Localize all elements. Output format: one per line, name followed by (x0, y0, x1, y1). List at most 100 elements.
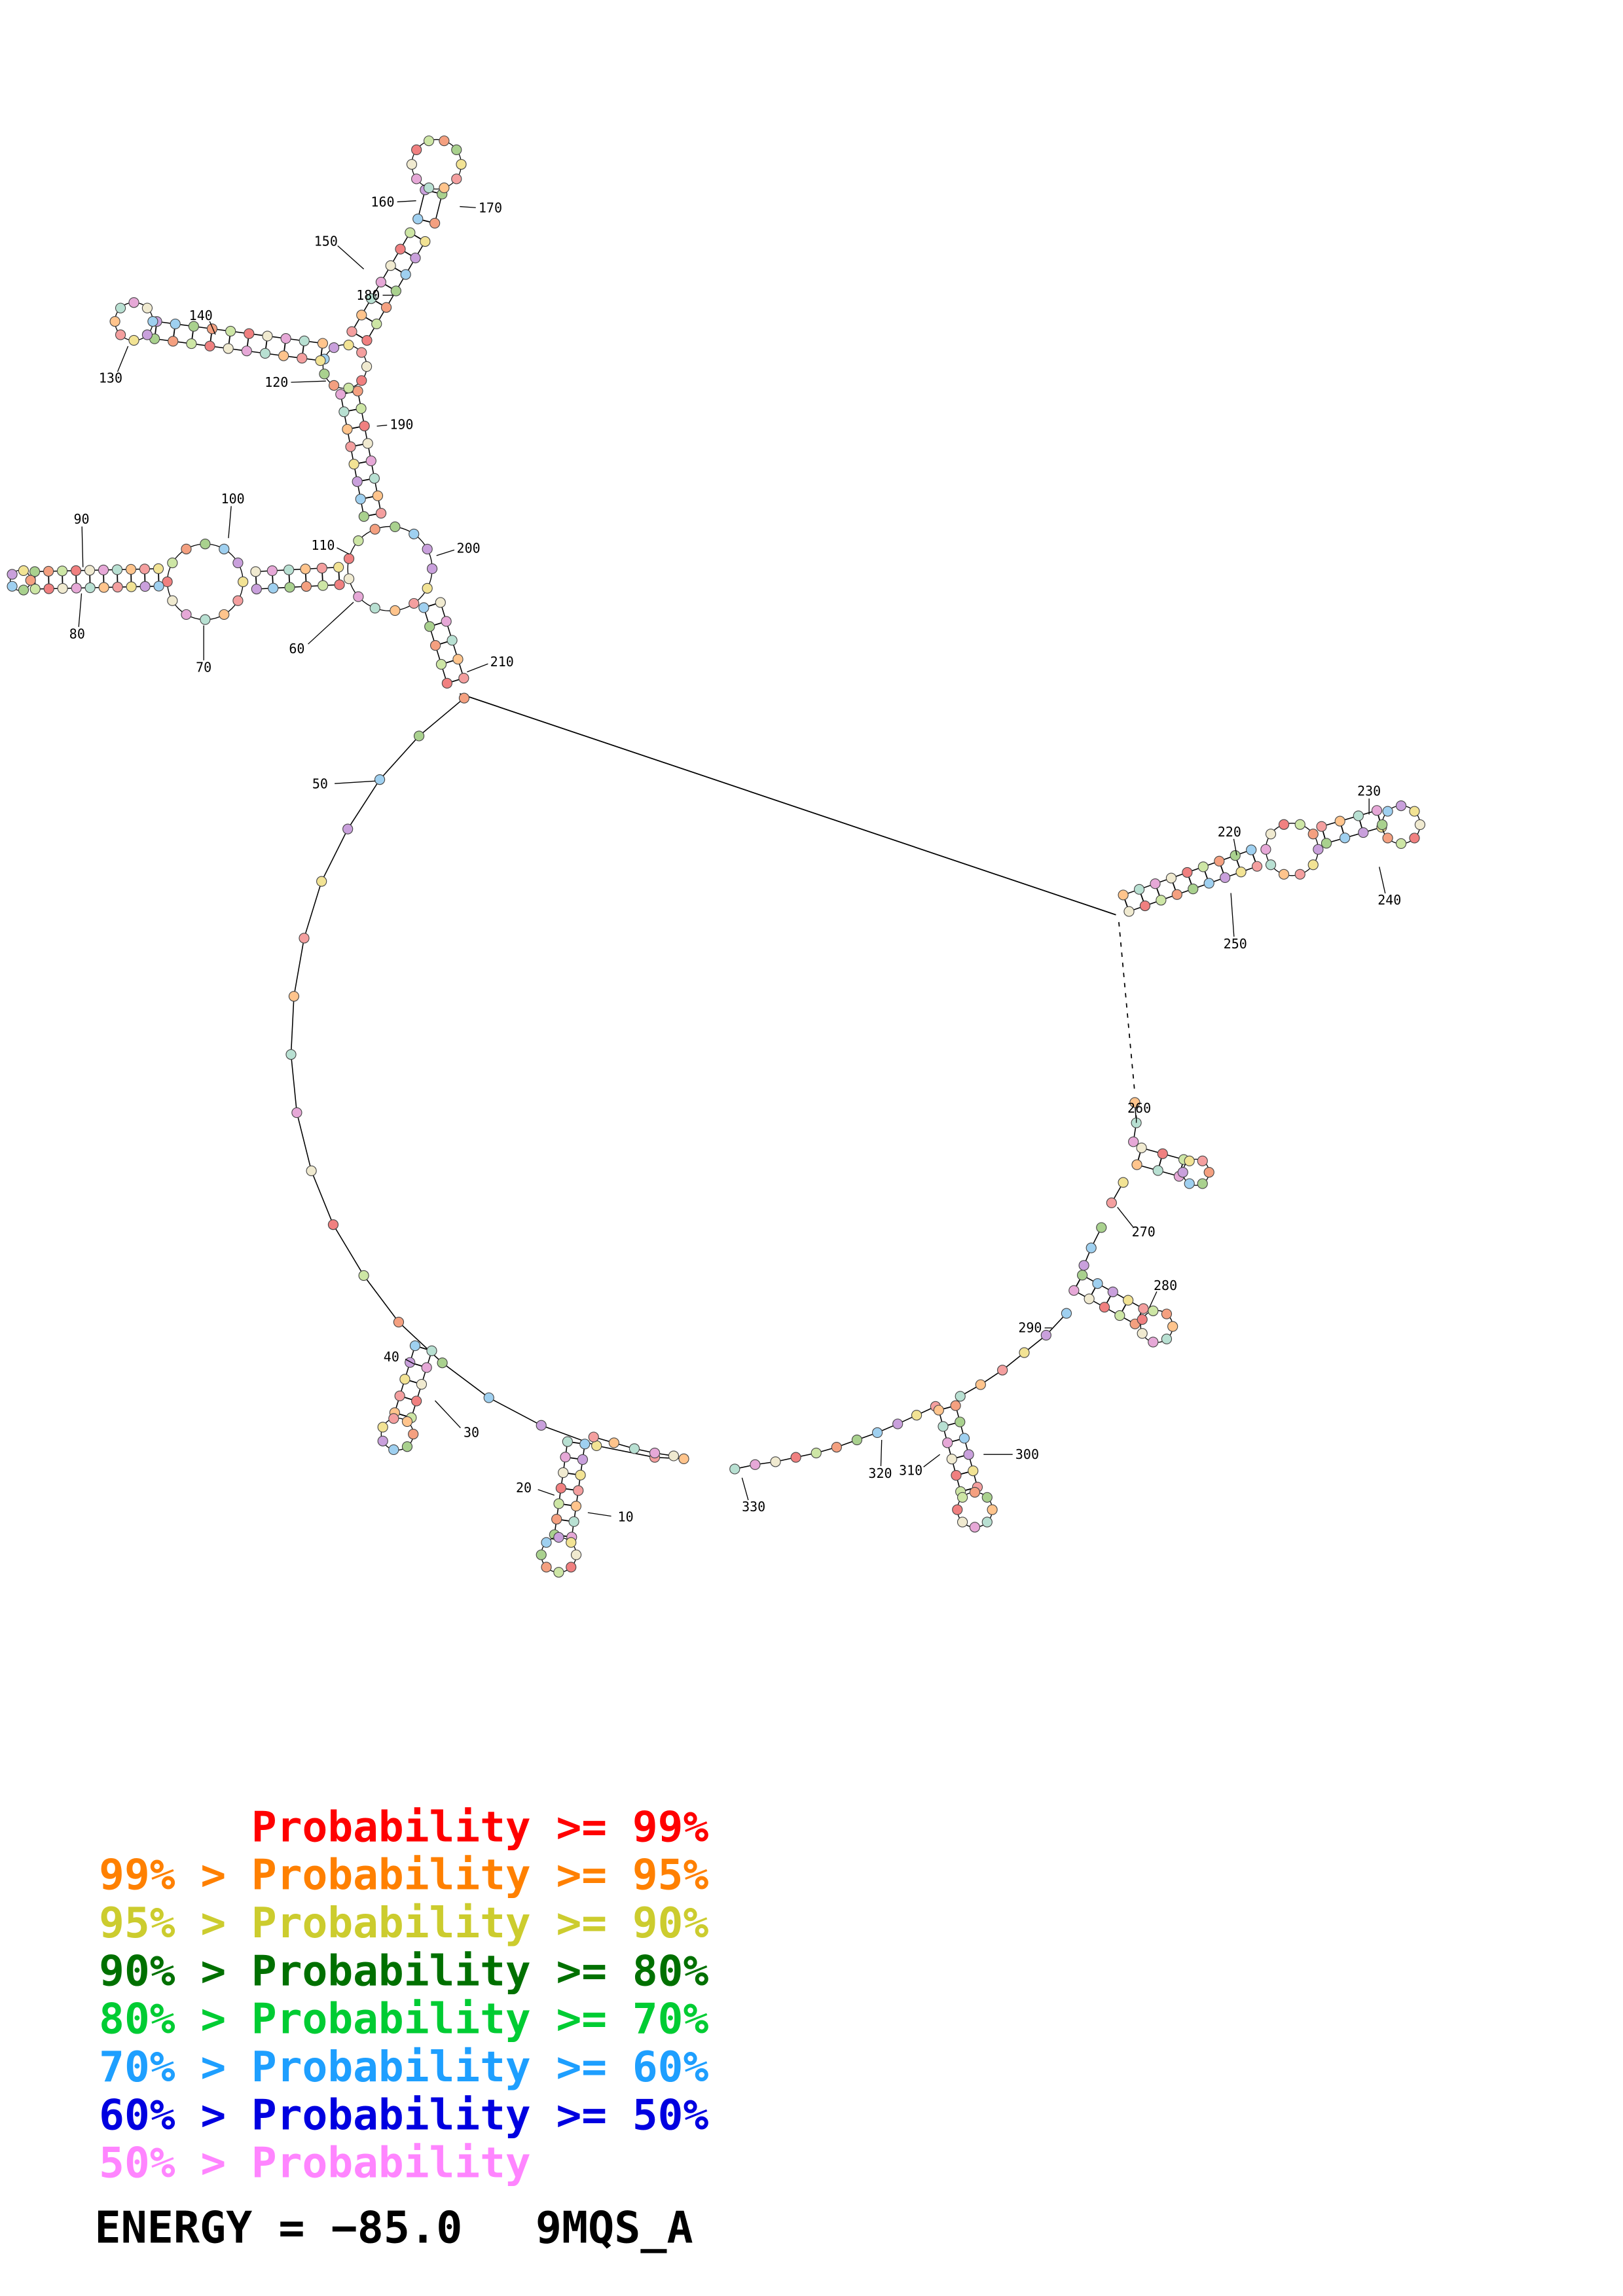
nucleotide-dot (955, 1416, 966, 1427)
nucleotide-dot (562, 1436, 573, 1447)
nucleotide-dot (84, 582, 96, 594)
nucleotide-dot (361, 361, 373, 372)
nucleotide-dot (1114, 1310, 1125, 1321)
nucleotide-dot (362, 438, 373, 449)
nucleotide-dot (423, 182, 435, 194)
position-label-60: 60 (289, 601, 354, 656)
nucleotide-dot (831, 1441, 842, 1453)
nucleotide-dot (356, 403, 367, 414)
nucleotide-dot (299, 933, 310, 944)
nucleotide-dot (1197, 1178, 1208, 1189)
loop-120-junction (319, 340, 373, 393)
nucleotide-dot (1167, 1321, 1178, 1332)
position-label-190: 190 (376, 417, 413, 433)
nucleotide-dot (57, 583, 68, 594)
nucleotide-dot (1096, 1222, 1107, 1233)
nucleotide-dot (316, 876, 327, 887)
position-label-180: 180 (356, 287, 393, 303)
nucleotide-dot (333, 562, 344, 573)
nucleotide-dot (1395, 800, 1407, 812)
nucleotide-dot (401, 1416, 413, 1427)
nucleotide-dot (577, 1454, 589, 1465)
nucleotide-dot (1395, 838, 1407, 849)
nucleotide-dot (18, 584, 29, 596)
nucleotide-dot (319, 368, 330, 380)
nucleotide-dot (942, 1437, 953, 1448)
nucleotide-dot (317, 338, 329, 349)
nucleotide-dot (441, 677, 452, 689)
nucleotide-dot (394, 1390, 405, 1401)
nucleotide-dot (369, 473, 380, 484)
energy-value: ENERGY = −85.0 (95, 2202, 463, 2253)
position-label-160: 160 (371, 194, 416, 210)
nucleotide-dot (43, 565, 54, 577)
nucleotide-dot (299, 335, 310, 346)
nucleotide-dot (25, 575, 36, 586)
nucleotide-dot (167, 557, 178, 569)
nucleotide-dot (1157, 1148, 1168, 1159)
nucleotide-dot (678, 1453, 689, 1464)
nucleotide-dot (1137, 1328, 1148, 1339)
nucleotide-dot (352, 476, 363, 487)
position-label-text: 30 (464, 1425, 479, 1441)
nucleotide-dot (536, 1549, 547, 1560)
nucleotide-dot (225, 325, 236, 337)
nucleotide-dot (301, 581, 312, 592)
nucleotide-dot (126, 581, 137, 592)
nucleotide-dot (553, 1567, 564, 1578)
nucleotide-dot (112, 581, 123, 593)
position-label-text: 280 (1154, 1278, 1177, 1293)
nucleotide-dot (629, 1443, 640, 1454)
nucleotide-dot (458, 672, 469, 684)
stem-230 (1316, 805, 1387, 849)
loop-225 (1260, 819, 1324, 880)
nucleotide-dot (1214, 855, 1225, 867)
nucleotide-dot (1118, 1177, 1129, 1188)
nucleotide-dot (551, 1513, 562, 1525)
nucleotide-dot (416, 1378, 428, 1390)
nucleotide-dot (297, 353, 308, 364)
probability-legend: Probability >= 99%99% > Probability >= 9… (99, 1803, 708, 2187)
nucleotide-dot (238, 576, 249, 588)
nucleotide-dot (1313, 844, 1324, 855)
nucleotide-dot (338, 406, 350, 418)
nucleotide-dot (1156, 895, 1167, 906)
nucleotide-dot (426, 563, 438, 575)
nucleotide-dot (1307, 859, 1319, 870)
nucleotide-dot (1019, 1347, 1030, 1358)
nucleotide-dot (553, 1498, 564, 1509)
nucleotide-dot (570, 1549, 582, 1560)
nucleotide-dot (997, 1365, 1008, 1376)
loop-235 (1377, 800, 1426, 849)
nucleotide-dot (441, 616, 452, 627)
position-label-280: 280 (1149, 1278, 1177, 1308)
legend-row-7: 60% > Probability >= 50% (99, 2090, 708, 2140)
nucleotide-dot (115, 329, 126, 340)
position-label-240: 240 (1377, 867, 1401, 908)
nucleotide-dot (411, 173, 422, 185)
position-label-text: 100 (221, 491, 245, 507)
nucleotide-dot (1353, 810, 1364, 821)
nucleotide-dot (452, 654, 464, 665)
nucleotide-dot (1265, 829, 1277, 840)
nucleotide-dot (1077, 1270, 1088, 1281)
nucleotide-dot (408, 1428, 419, 1440)
position-label-220: 220 (1218, 824, 1241, 855)
nucleotide-dot (1084, 1293, 1095, 1304)
nucleotide-dot (1085, 1242, 1097, 1253)
nucleotide-dot (541, 1562, 552, 1573)
nucleotide-dot (1161, 1308, 1173, 1319)
position-label-150: 150 (314, 234, 365, 270)
nucleotide-dot (328, 342, 340, 353)
position-label-text: 170 (479, 200, 502, 215)
nucleotide-dot (283, 564, 295, 575)
position-label-text: 160 (371, 194, 394, 210)
position-label-text: 90 (73, 511, 89, 527)
nucleotide-dot (1137, 1314, 1148, 1325)
nucleotide-dot (343, 382, 354, 393)
nucleotide-dot (353, 535, 364, 547)
nucleotide-dot (170, 318, 181, 330)
nucleotide-dot (790, 1452, 801, 1463)
nucleotide-dot (328, 380, 340, 391)
